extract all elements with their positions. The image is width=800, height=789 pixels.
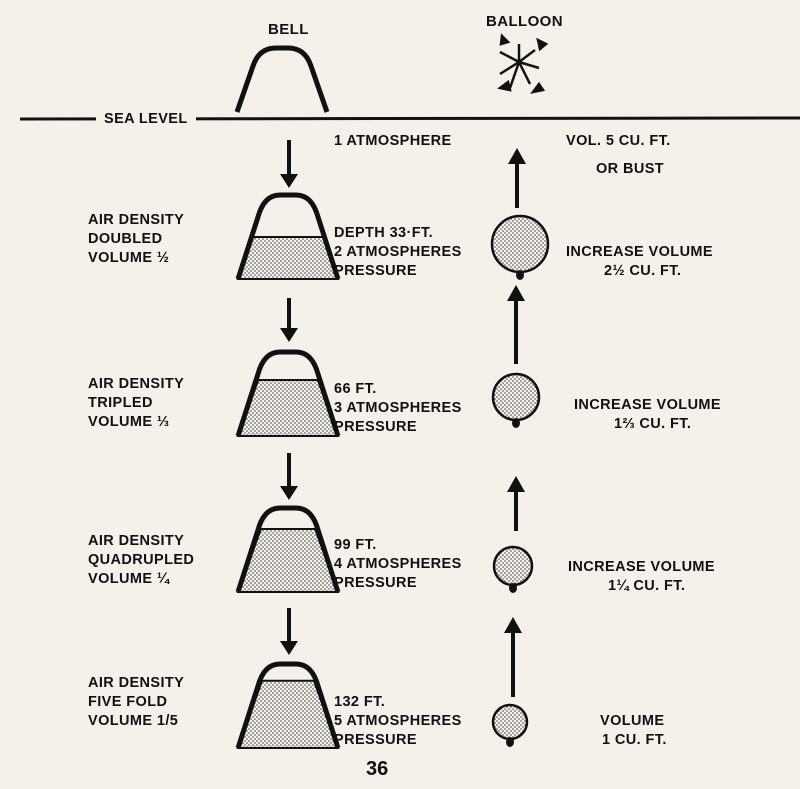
bell-outline-3 bbox=[235, 505, 341, 593]
bell-stage-1 bbox=[235, 192, 341, 280]
bell-water-4 bbox=[236, 679, 340, 749]
balloon-body-3 bbox=[492, 545, 534, 587]
down-arrowhead-2 bbox=[280, 328, 298, 342]
bell-surface bbox=[234, 45, 330, 113]
balloon-header: BALLOON bbox=[486, 13, 563, 30]
bell-outline-2 bbox=[235, 349, 341, 437]
bell-stage-2 bbox=[235, 349, 341, 437]
balloon-knot-1 bbox=[516, 270, 524, 280]
balloon-stage-1 bbox=[490, 214, 550, 280]
balloon-body-1 bbox=[490, 214, 550, 274]
balloon-body-2 bbox=[491, 372, 541, 422]
surface-pressure: 1 ATMOSPHERE bbox=[334, 133, 452, 149]
sea-level-label: SEA LEVEL bbox=[96, 110, 196, 129]
balloon-body-4 bbox=[491, 703, 529, 741]
balloon-knot-3 bbox=[509, 583, 517, 593]
bell-stage-3 bbox=[235, 505, 341, 593]
bell-water-1 bbox=[236, 236, 340, 280]
surface-balloon-note: OR BUST bbox=[596, 161, 665, 177]
down-arrowhead-3 bbox=[280, 486, 298, 500]
balloon-stage-2 bbox=[491, 372, 541, 428]
down-arrowhead-1 bbox=[280, 174, 298, 188]
up-arrowhead-2 bbox=[507, 285, 525, 301]
bell-header: BELL bbox=[268, 21, 309, 38]
balloon-knot-2 bbox=[512, 418, 520, 428]
bell-outline-4 bbox=[235, 661, 341, 749]
balloon-burst bbox=[497, 33, 549, 94]
down-arrowhead-4 bbox=[280, 641, 298, 655]
up-arrowhead-4 bbox=[504, 617, 522, 633]
up-arrowhead-3 bbox=[507, 476, 525, 492]
up-arrowhead-1 bbox=[508, 148, 526, 164]
bell-outline-1 bbox=[235, 192, 341, 280]
balloon-knot-4 bbox=[506, 737, 514, 747]
surface-balloon-volume: VOL. 5 CU. FT. bbox=[566, 133, 671, 149]
bell-stage-4 bbox=[235, 661, 341, 749]
balloon-stage-4 bbox=[491, 703, 529, 747]
page-number: 36 bbox=[366, 758, 389, 780]
balloon-stage-3 bbox=[492, 545, 534, 593]
